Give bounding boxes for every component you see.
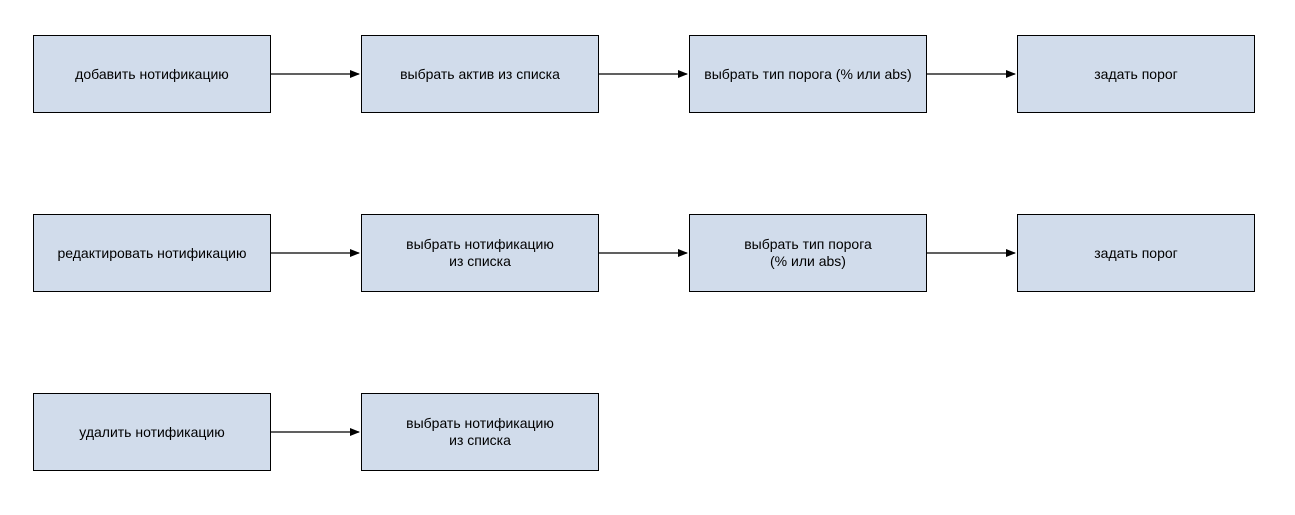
- node-set-threshold: задать порог: [1017, 35, 1255, 113]
- node-select-threshold-type: выбрать тип порога (% или abs): [689, 35, 927, 113]
- node-edit-notification: редактировать нотификацию: [33, 214, 271, 292]
- node-select-notification: выбрать нотификацию из списка: [361, 214, 599, 292]
- node-select-notification: выбрать нотификацию из списка: [361, 393, 599, 471]
- node-select-threshold-type: выбрать тип порога (% или abs): [689, 214, 927, 292]
- node-add-notification: добавить нотификацию: [33, 35, 271, 113]
- node-set-threshold: задать порог: [1017, 214, 1255, 292]
- node-delete-notification: удалить нотификацию: [33, 393, 271, 471]
- node-select-asset: выбрать актив из списка: [361, 35, 599, 113]
